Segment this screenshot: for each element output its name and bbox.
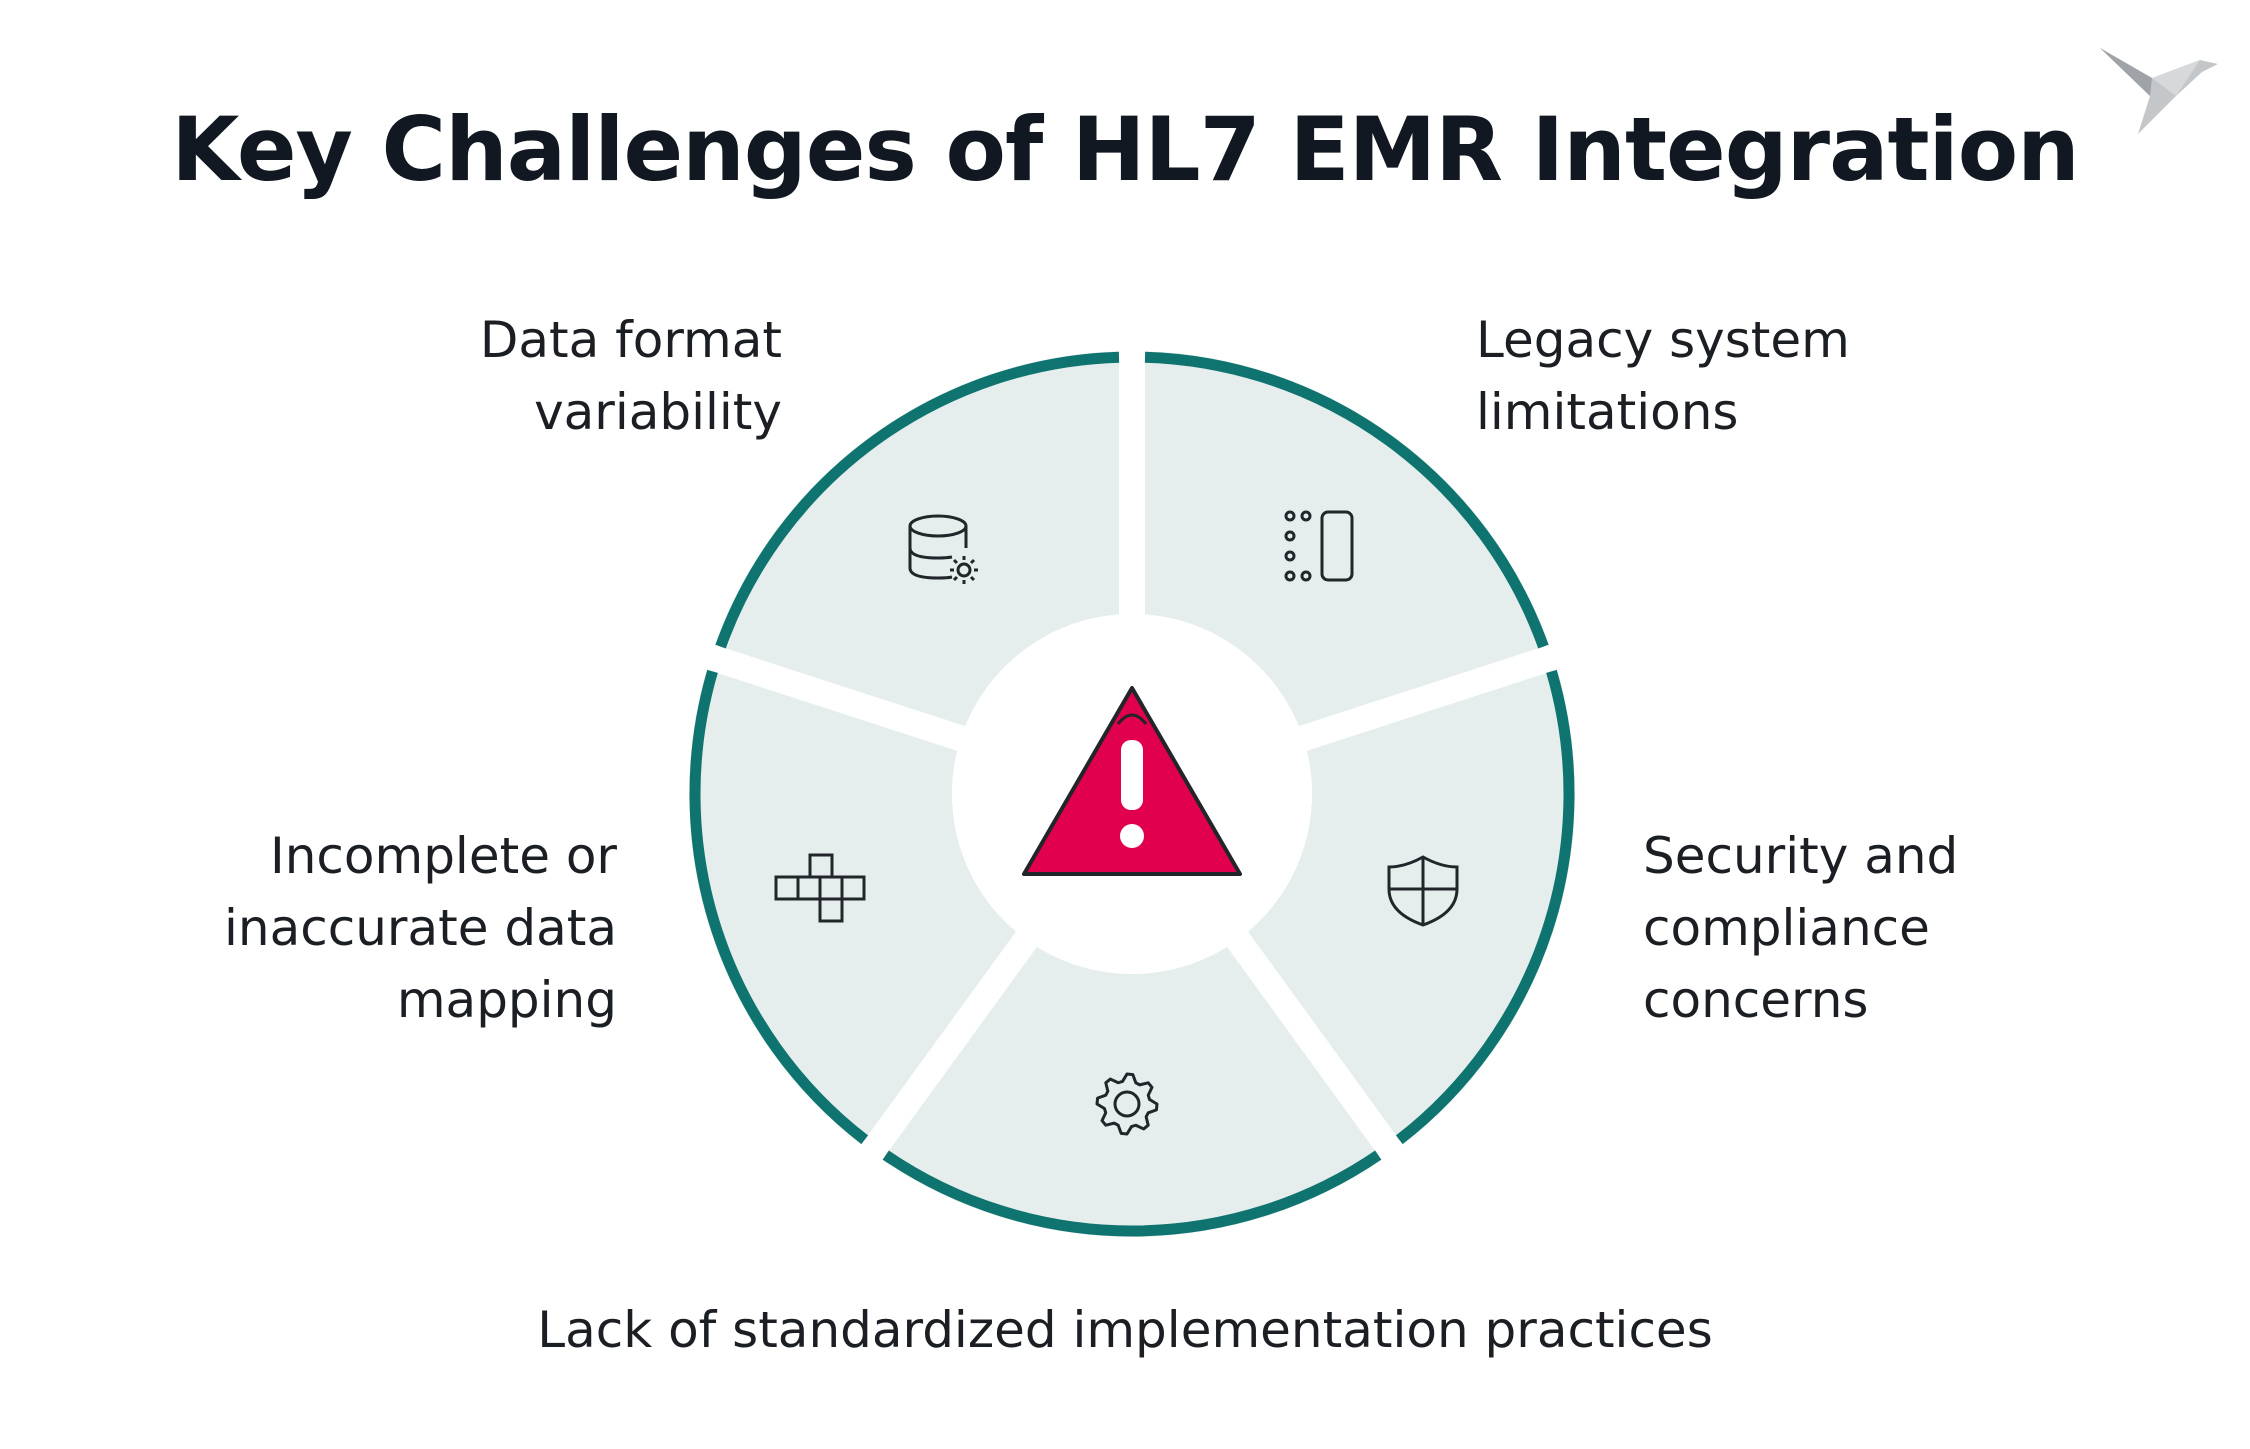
gear-icon [1095, 1072, 1159, 1136]
ring-arc-standardization [689, 669, 869, 1145]
ring-arc-mapping [715, 351, 1120, 649]
puzzle-blocks-icon [774, 853, 866, 923]
segment-standardization [688, 669, 1016, 1145]
warning-triangle-icon [1022, 686, 1242, 876]
label-data-format: Data format variability [479, 311, 782, 441]
page-title: Key Challenges of HL7 EMR Integration [171, 98, 2080, 201]
wheel-outer-ring [689, 351, 1575, 1237]
database-gear-icon [908, 514, 978, 584]
ring-arc-data-format [1144, 351, 1549, 649]
bird-logo-icon [2100, 48, 2218, 134]
label-standardization: Lack of standardized implementation prac… [537, 1301, 1713, 1359]
ring-arc-security [882, 1150, 1382, 1237]
shield-icon [1387, 855, 1459, 927]
device-dots-icon [1284, 510, 1354, 582]
ring-arc-legacy [1395, 669, 1575, 1145]
label-security: Security and compliance concerns [1643, 827, 1959, 1029]
segment-legacy [1248, 669, 1576, 1145]
label-legacy: Legacy system limitations [1476, 311, 1850, 441]
label-mapping: Incomplete or inaccurate data mapping [224, 827, 617, 1029]
segment-data-format [1144, 351, 1550, 727]
segment-mapping [714, 351, 1120, 727]
